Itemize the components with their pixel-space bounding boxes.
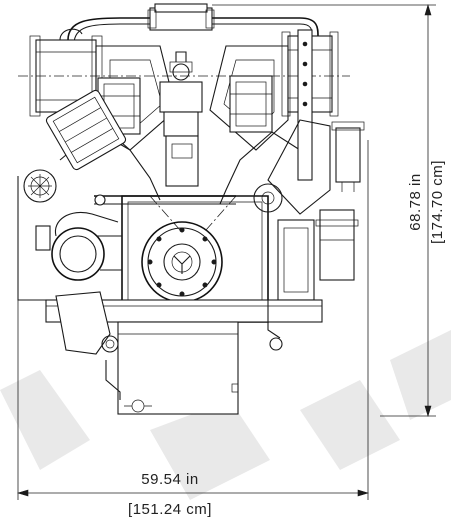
watermark-background: [0, 330, 451, 500]
svg-text:[174.70 cm]: [174.70 cm]: [429, 160, 446, 244]
engine-outline: [17, 3, 365, 415]
width-dimension-cm: [151.24 cm]: [128, 501, 212, 518]
width-dimension-inches: 59.54 in: [141, 471, 198, 488]
height-dimension-inches: 68.78 in: [407, 173, 424, 230]
svg-text:68.78 in: 68.78 in: [407, 173, 424, 230]
dimension-lines: [16, 3, 436, 500]
height-dimension-cm: [174.70 cm]: [429, 160, 446, 244]
